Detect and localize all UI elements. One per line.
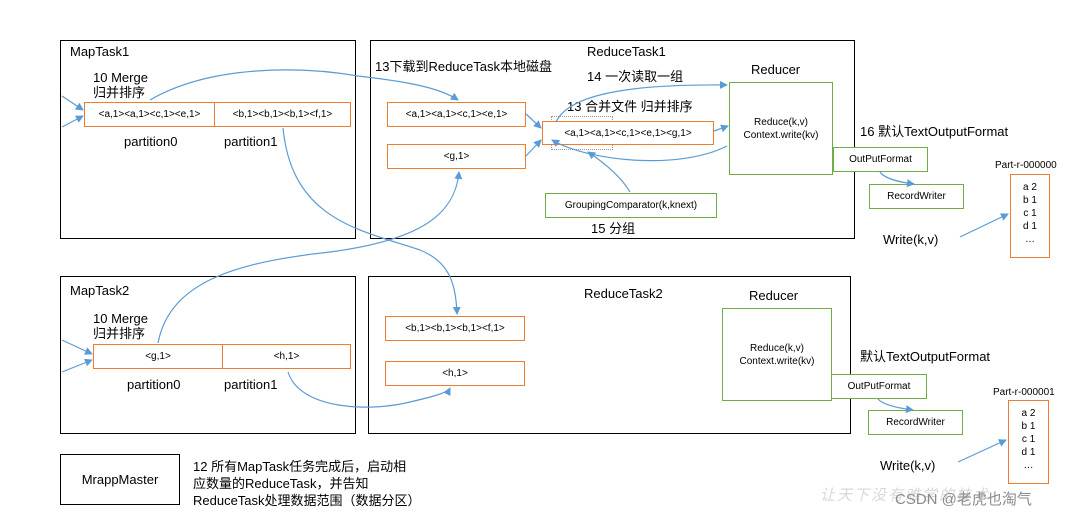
reducetask1-merge-label: 13 合并文件 归并排序 bbox=[567, 99, 693, 114]
reducetask1-outputformat-to-recordwriter bbox=[879, 171, 915, 188]
grouping-step-label: 15 分组 bbox=[591, 221, 636, 236]
reducetask1-title: ReduceTask1 bbox=[587, 44, 666, 59]
reducetask1-read-label: 14 一次读取一组 bbox=[587, 69, 684, 84]
reducer1-title: Reducer bbox=[751, 62, 801, 77]
reducetask1-download-label: 13下载到ReduceTask本地磁盘 bbox=[375, 59, 552, 74]
maptask1-merge-label: 10 Merge 归并排序 bbox=[93, 70, 148, 100]
reducetask2-recordwriter-box: RecordWriter bbox=[868, 410, 963, 435]
reducer2-title: Reducer bbox=[749, 288, 799, 303]
reducetask1-format-label: 16 默认TextOutputFormat bbox=[860, 124, 1009, 139]
reducetask2-outputformat-box: OutPutFormat bbox=[831, 374, 927, 399]
maptask2-partition1-cell: <h,1> bbox=[222, 344, 351, 369]
reducetask2-outputformat-to-recordwriter bbox=[877, 398, 914, 414]
reducer2-box: Reduce(k,v) Context.write(kv) bbox=[722, 308, 832, 401]
reducetask1-recordwriter-box: RecordWriter bbox=[869, 184, 964, 209]
reducetask2-input-0: <b,1><b,1><b,1><f,1> bbox=[385, 316, 525, 341]
mrappmaster-box: MrappMaster bbox=[60, 454, 180, 505]
reducetask2-title: ReduceTask2 bbox=[584, 286, 663, 301]
reducetask1-part-file-name: Part-r-000000 bbox=[995, 160, 1057, 171]
mrappmaster-note: 12 所有MapTask任务完成后，启动相 应数量的ReduceTask，并告知… bbox=[193, 459, 421, 508]
maptask1-partition1-label: partition1 bbox=[224, 134, 278, 149]
maptask1-partition1-cell: <b,1><b,1><b,1><f,1> bbox=[214, 102, 351, 127]
reducetask2-part-file-name: Part-r-000001 bbox=[993, 387, 1055, 398]
maptask2-title: MapTask2 bbox=[70, 283, 130, 298]
reducetask1-input-1: <g,1> bbox=[387, 144, 526, 169]
reducetask2-write-label: Write(k,v) bbox=[880, 458, 936, 473]
maptask1-partition0-label: partition0 bbox=[124, 134, 178, 149]
reducetask2-part-file: a 2 b 1 c 1 d 1 … bbox=[1008, 400, 1049, 484]
csdn-watermark: CSDN @老虎也淘气 bbox=[895, 491, 1032, 508]
maptask1-partition0-cell: <a,1><a,1><c,1><e,1> bbox=[84, 102, 215, 127]
reducetask1-outputformat-box: OutPutFormat bbox=[833, 147, 928, 172]
grouping-comparator-box: GroupingComparator(k,knext) bbox=[545, 193, 717, 218]
maptask2-partition0-cell: <g,1> bbox=[93, 344, 223, 369]
reducetask2-format-label: 默认TextOutputFormat bbox=[860, 349, 991, 364]
maptask1-title: MapTask1 bbox=[70, 44, 130, 59]
reducetask2-input-1: <h,1> bbox=[385, 361, 525, 386]
mrappmaster-label: MrappMaster bbox=[81, 472, 159, 487]
reducetask2-write-to-part bbox=[957, 439, 1007, 463]
maptask2-merge-label: 10 Merge 归并排序 bbox=[93, 311, 148, 341]
faint-watermark: 让天下没有难学的技术 bbox=[820, 487, 991, 504]
maptask2-partition1-label: partition1 bbox=[224, 377, 278, 392]
reducer1-box: Reduce(k,v) Context.write(kv) bbox=[729, 82, 833, 175]
reducetask1-part-file: a 2 b 1 c 1 d 1 … bbox=[1010, 174, 1050, 258]
reducetask1-write-label: Write(k,v) bbox=[883, 232, 939, 247]
reducetask1-merged-file: <a,1><a,1><c,1><e,1><g,1> bbox=[542, 121, 714, 145]
reducetask1-input-0: <a,1><a,1><c,1><e,1> bbox=[387, 102, 526, 127]
reducetask1-write-to-part bbox=[959, 213, 1009, 238]
maptask2-partition0-label: partition0 bbox=[127, 377, 181, 392]
